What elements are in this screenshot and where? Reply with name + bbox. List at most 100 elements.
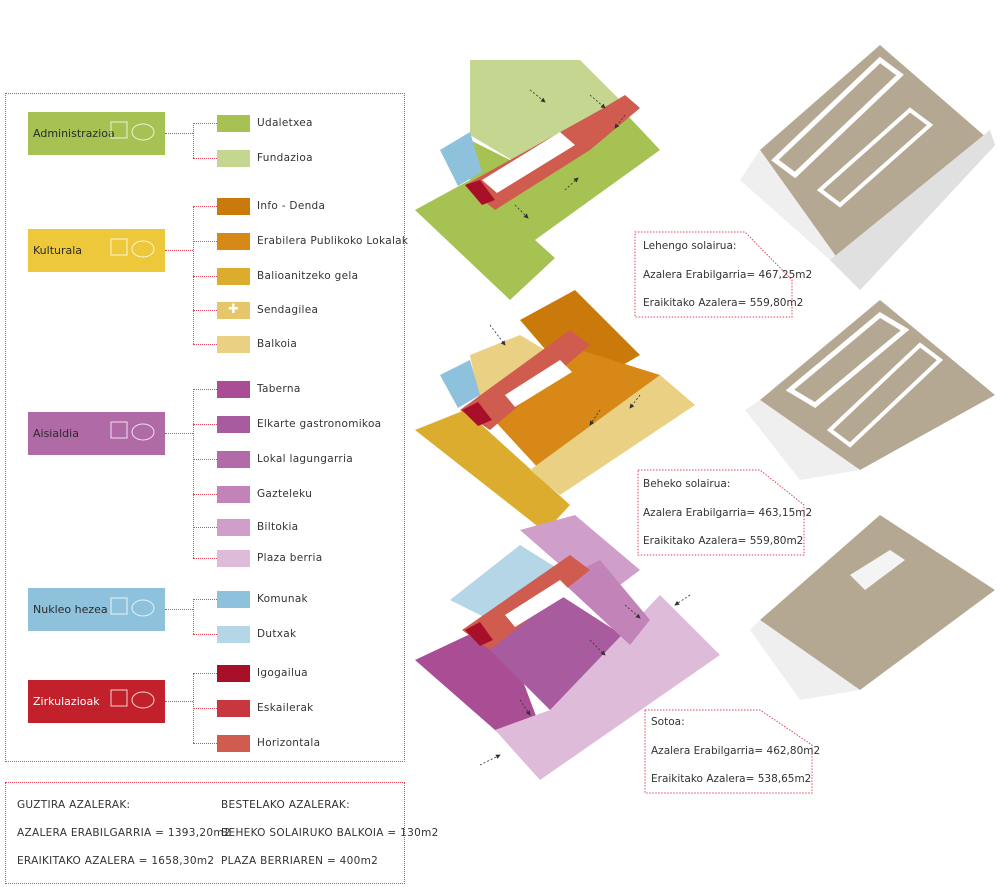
connector-line: [193, 673, 217, 674]
totals-balcony-area: BEHEKO SOLAIRUKO BALKOIA = 130m2: [221, 827, 439, 839]
category-label: Zirkulazioak: [33, 695, 100, 708]
color-swatch: [217, 451, 250, 468]
legend-item-label: Udaletxea: [257, 117, 313, 129]
info-box-outlines: [634, 231, 813, 794]
category-label: Administrazioa: [33, 127, 115, 140]
built-area: Eraikitako Azalera= 559,80m2: [643, 297, 804, 309]
legend-item-label: Biltokia: [257, 521, 299, 533]
totals-built-area: ERAIKITAKO AZALERA = 1658,30m2: [17, 855, 215, 867]
cutlery-speech-icon: [107, 418, 157, 448]
connector-line: [193, 206, 217, 207]
legend-item-label: Gazteleku: [257, 488, 313, 500]
legend-item-label: Eskailerak: [257, 702, 314, 714]
floor-title: Lehengo solairua:: [643, 240, 737, 252]
category-box: Nukleo hezea: [28, 588, 165, 631]
connector-line: [193, 743, 217, 744]
connector-line: [165, 609, 193, 610]
connector-line: [193, 708, 217, 709]
floor-plan-ground: [415, 290, 695, 532]
built-area: Eraikitako Azalera= 538,65m2: [651, 773, 812, 785]
totals-usable-area: AZALERA ERABILGARRIA = 1393,20m2: [17, 827, 231, 839]
category-box: Zirkulazioak: [28, 680, 165, 723]
color-swatch: [217, 486, 250, 503]
connector-line: [193, 123, 194, 158]
color-swatch: [217, 381, 250, 398]
color-swatch: [217, 700, 250, 717]
legend-item-label: Dutxak: [257, 628, 297, 640]
connector-line: [193, 494, 217, 495]
connector-line: [193, 276, 217, 277]
color-swatch: [217, 591, 250, 608]
connector-line: [193, 424, 217, 425]
category-box: Administrazioa: [28, 112, 165, 155]
color-swatch: [217, 336, 250, 353]
connector-line: [193, 389, 217, 390]
stairs-elevator-icon: [107, 686, 157, 716]
totals-right-title: BESTELAKO AZALERAK:: [221, 799, 350, 811]
category-label: Aisialdia: [33, 427, 79, 440]
connector-line: [193, 599, 217, 600]
shower-icon: [107, 594, 157, 624]
color-swatch: [217, 550, 250, 567]
connector-line: [165, 433, 193, 434]
circulation-arrows: [479, 89, 691, 766]
legend-item-label: Erabilera Publikoko Lokalak: [257, 235, 409, 247]
legend-item-label: Lokal lagungarria: [257, 453, 354, 465]
connector-line: [193, 527, 217, 528]
legend-item-label: Balioanitzeko gela: [257, 270, 359, 282]
legend-item-label: Horizontala: [257, 737, 321, 749]
speech-bubble-book-icon: [107, 235, 157, 265]
floor-plan-first: [415, 60, 660, 300]
connector-line: [165, 133, 193, 134]
connector-line: [193, 206, 194, 344]
color-swatch: [217, 233, 250, 250]
floor-title: Sotoa:: [651, 716, 685, 728]
color-swatch-cross-icon: ✚: [217, 302, 250, 319]
connector-line: [193, 158, 217, 159]
color-swatch: [217, 665, 250, 682]
connector-line: [193, 389, 194, 558]
legend-item-label: Igogailua: [257, 667, 308, 679]
color-swatch: [217, 735, 250, 752]
floor-title: Beheko solairua:: [643, 478, 731, 490]
connector-line: [193, 123, 217, 124]
connector-line: [193, 459, 217, 460]
category-box: Aisialdia: [28, 412, 165, 455]
connector-line: [193, 634, 217, 635]
usable-area: Azalera Erabilgarria= 463,15m2: [643, 507, 813, 519]
floor-plan-basement: [415, 515, 720, 780]
category-label: Kulturala: [33, 244, 83, 257]
connector-line: [193, 599, 194, 634]
color-swatch: [217, 626, 250, 643]
render-first-floor: [740, 45, 995, 290]
connector-line: [165, 250, 193, 251]
legend-item-label: Info - Denda: [257, 200, 326, 212]
connector-line: [193, 344, 217, 345]
render-ground-floor: [745, 300, 995, 480]
connector-line: [193, 241, 217, 242]
legend-item-label: Komunak: [257, 593, 308, 605]
legend-item-label: Taberna: [257, 383, 301, 395]
category-box: Kulturala: [28, 229, 165, 272]
color-swatch: [217, 115, 250, 132]
built-area: Eraikitako Azalera= 559,80m2: [643, 535, 804, 547]
computer-hammer-icon: [107, 118, 157, 148]
connector-line: [193, 558, 217, 559]
legend-item-label: Plaza berria: [257, 552, 323, 564]
render-basement: [750, 515, 995, 700]
legend-item-label: Elkarte gastronomikoa: [257, 418, 382, 430]
color-swatch: [217, 150, 250, 167]
color-swatch: [217, 198, 250, 215]
connector-line: [193, 310, 217, 311]
category-label: Nukleo hezea: [33, 603, 108, 616]
color-swatch: [217, 416, 250, 433]
usable-area: Azalera Erabilgarria= 462,80m2: [651, 745, 821, 757]
color-swatch: [217, 268, 250, 285]
usable-area: Azalera Erabilgarria= 467,25m2: [643, 269, 813, 281]
connector-line: [165, 701, 193, 702]
legend-item-label: Sendagilea: [257, 304, 319, 316]
legend-item-label: Balkoia: [257, 338, 298, 350]
legend-frame: [5, 93, 405, 762]
